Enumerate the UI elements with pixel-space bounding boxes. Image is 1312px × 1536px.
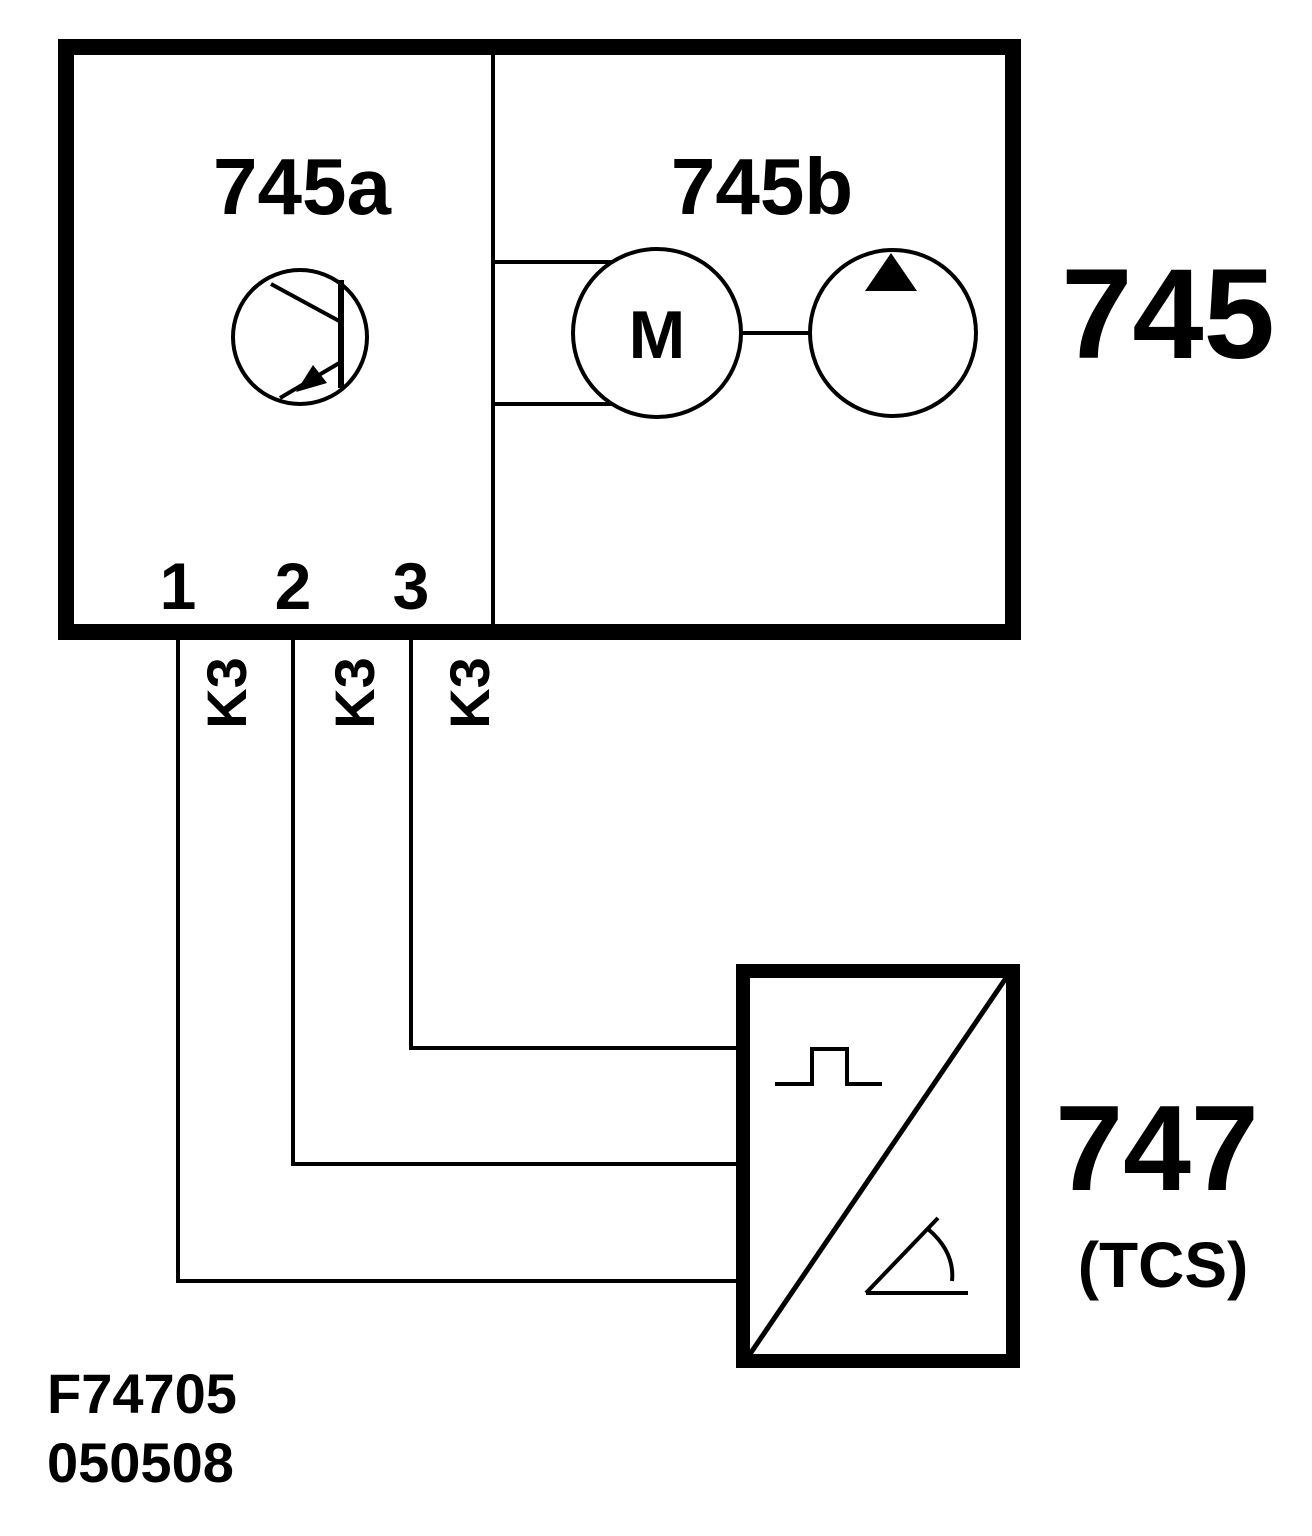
terminal-1-label: 1 — [160, 549, 197, 623]
wire-3 — [409, 632, 743, 1050]
component-747-sublabel: (TCS) — [1078, 1229, 1249, 1301]
component-747-frame — [736, 964, 1020, 1368]
wire-2-label: K3 — [323, 657, 386, 729]
figure-id: F74705 — [47, 1362, 237, 1425]
component-747-diagonal — [747, 976, 1009, 1356]
wires — [176, 632, 743, 1283]
sub-a-label: 745a — [213, 142, 391, 231]
wire-2 — [291, 632, 743, 1166]
wire-3-label: K3 — [438, 657, 501, 729]
wire-1-label: K3 — [195, 657, 258, 729]
sub-b-label: 745b — [671, 142, 853, 231]
motor-icon: M — [493, 247, 743, 419]
motor-symbol: M — [629, 297, 686, 373]
component-747-label: 747 — [1055, 1080, 1259, 1216]
component-747: 747 (TCS) — [736, 964, 1259, 1368]
component-745-frame — [58, 39, 1021, 640]
pulse-signal-icon — [775, 1047, 882, 1086]
component-745-label: 745 — [1061, 243, 1275, 386]
terminal-2-label: 2 — [275, 549, 312, 623]
figure-date: 050508 — [47, 1431, 234, 1494]
pump-icon — [808, 248, 978, 418]
sensor-angle-icon — [864, 1216, 968, 1295]
wire-1 — [176, 632, 743, 1283]
terminal-3-label: 3 — [393, 549, 430, 623]
component-745: 745a 1 2 3 745b M 745 — [58, 39, 1275, 640]
transistor-icon — [231, 268, 369, 406]
